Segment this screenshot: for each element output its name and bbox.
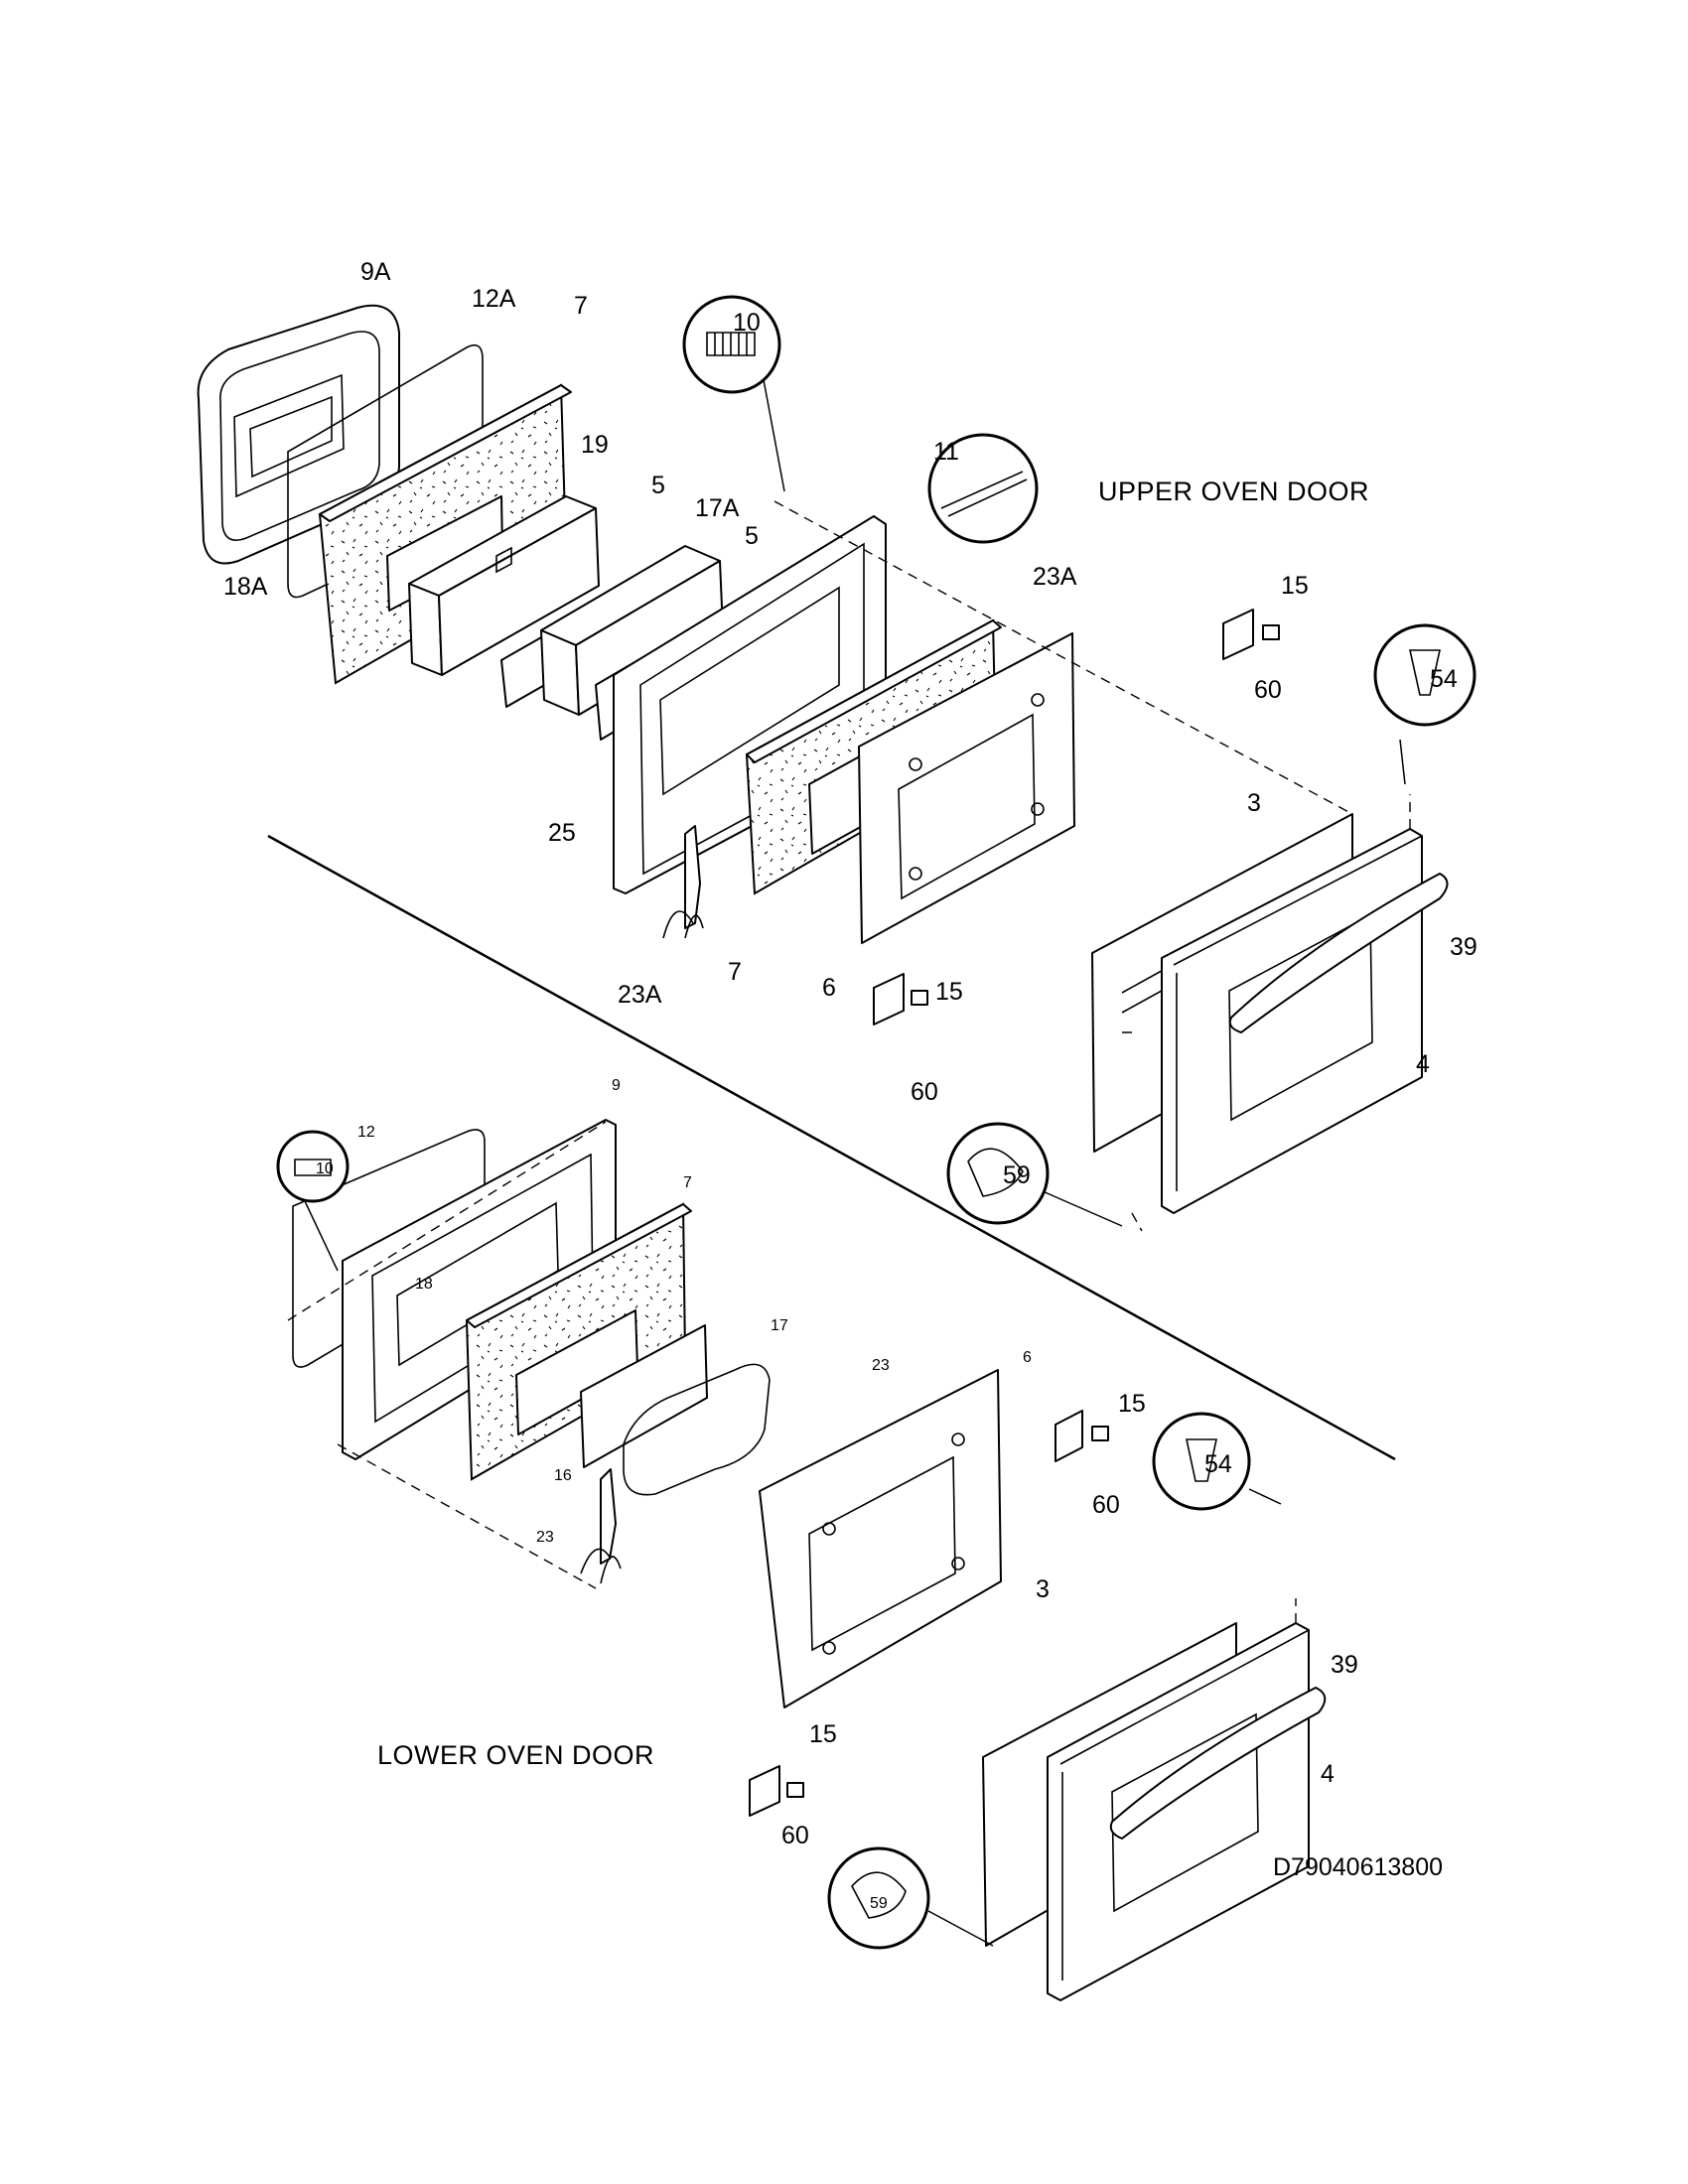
part-39-handle-lower xyxy=(1109,1687,1327,1840)
part-19-baffle xyxy=(408,495,600,676)
label-4-upper: 4 xyxy=(1416,1050,1430,1078)
label-60-lower-upper: 60 xyxy=(1092,1491,1120,1519)
lower-section-title: LOWER OVEN DOOR xyxy=(377,1740,654,1770)
label-54-lower: 54 xyxy=(1204,1450,1232,1478)
clip-icon xyxy=(1055,1410,1083,1462)
label-19: 19 xyxy=(581,431,609,459)
label-23-left: 23 xyxy=(536,1529,554,1546)
label-54-upper: 54 xyxy=(1430,665,1458,693)
section-divider xyxy=(267,834,1396,1461)
label-7-bottom: 7 xyxy=(728,958,742,986)
label-60-mid: 60 xyxy=(911,1078,938,1106)
label-5-b: 5 xyxy=(745,522,759,550)
part-6-door-liner-lower xyxy=(759,1369,1002,1708)
hinge-icon xyxy=(662,825,704,939)
label-16: 16 xyxy=(554,1467,572,1484)
label-10: 10 xyxy=(733,309,761,337)
screw-icon xyxy=(1373,623,1477,727)
screw-icon xyxy=(1152,1412,1251,1511)
bumper-icon xyxy=(786,1782,804,1798)
bumper-icon xyxy=(911,990,928,1006)
screw-icon xyxy=(276,1130,350,1203)
part-7-insulation-lower xyxy=(465,1202,692,1481)
label-23A-left: 23A xyxy=(618,981,662,1009)
label-6: 6 xyxy=(822,974,836,1002)
label-23-right: 23 xyxy=(872,1357,890,1374)
lower-oven-door-assembly xyxy=(287,1119,1327,2001)
label-3-lower: 3 xyxy=(1036,1575,1050,1603)
hinge-icon xyxy=(580,1468,622,1584)
label-17: 17 xyxy=(771,1317,788,1334)
upper-labels: 9A 12A 7 19 5 17A 5 10 11 18A 25 23A 23A… xyxy=(223,258,1477,1189)
upper-oven-door-assembly xyxy=(197,304,1449,1232)
label-60-lower: 60 xyxy=(781,1822,809,1849)
clip-icon xyxy=(749,1765,780,1817)
clip-icon xyxy=(1222,609,1254,660)
label-59-lower: 59 xyxy=(870,1895,888,1912)
part-39-handle-upper xyxy=(1228,873,1449,1033)
upper-section-title: UPPER OVEN DOOR xyxy=(1098,477,1369,506)
label-3-upper: 3 xyxy=(1247,789,1261,817)
drawing-number: D79040613800 xyxy=(1273,1853,1443,1881)
label-4-lower: 4 xyxy=(1321,1760,1335,1788)
label-15-mid: 15 xyxy=(935,978,963,1006)
label-5-a: 5 xyxy=(651,472,665,499)
label-9: 9 xyxy=(612,1077,621,1094)
label-17A: 17A xyxy=(695,494,740,522)
part-6-door-liner xyxy=(858,632,1075,944)
label-15-upper: 15 xyxy=(1281,572,1309,600)
label-7-top: 7 xyxy=(574,292,588,320)
label-12A: 12A xyxy=(472,285,516,313)
part-16-glass xyxy=(580,1324,708,1468)
label-18: 18 xyxy=(415,1276,433,1293)
label-9A: 9A xyxy=(360,258,391,286)
label-25: 25 xyxy=(548,819,576,847)
label-18A: 18A xyxy=(223,573,268,601)
label-23A-right: 23A xyxy=(1033,563,1077,591)
lower-labels: 10 12 9 7 18 17 16 23 23 6 15 60 54 3 39… xyxy=(316,1077,1358,1912)
label-59-upper: 59 xyxy=(1003,1161,1031,1189)
bumper-icon xyxy=(1091,1426,1109,1441)
label-39-lower: 39 xyxy=(1331,1651,1358,1679)
label-7-lower: 7 xyxy=(683,1174,692,1191)
label-10-lower: 10 xyxy=(316,1160,334,1177)
bumper-icon xyxy=(1262,624,1280,640)
label-39-upper: 39 xyxy=(1450,933,1477,961)
clip-icon xyxy=(873,973,905,1025)
bumper-icon xyxy=(827,1846,930,1950)
bumper-icon xyxy=(946,1122,1050,1225)
screw-icon xyxy=(682,295,781,394)
label-12: 12 xyxy=(357,1124,375,1141)
label-15-lower-upper: 15 xyxy=(1118,1390,1146,1418)
part-17-window-gasket xyxy=(623,1363,771,1496)
label-11: 11 xyxy=(933,438,959,466)
hinge-icon xyxy=(927,433,1039,544)
label-60-upper: 60 xyxy=(1254,676,1282,704)
label-15-lower: 15 xyxy=(809,1720,837,1748)
label-6-lower: 6 xyxy=(1023,1349,1032,1366)
